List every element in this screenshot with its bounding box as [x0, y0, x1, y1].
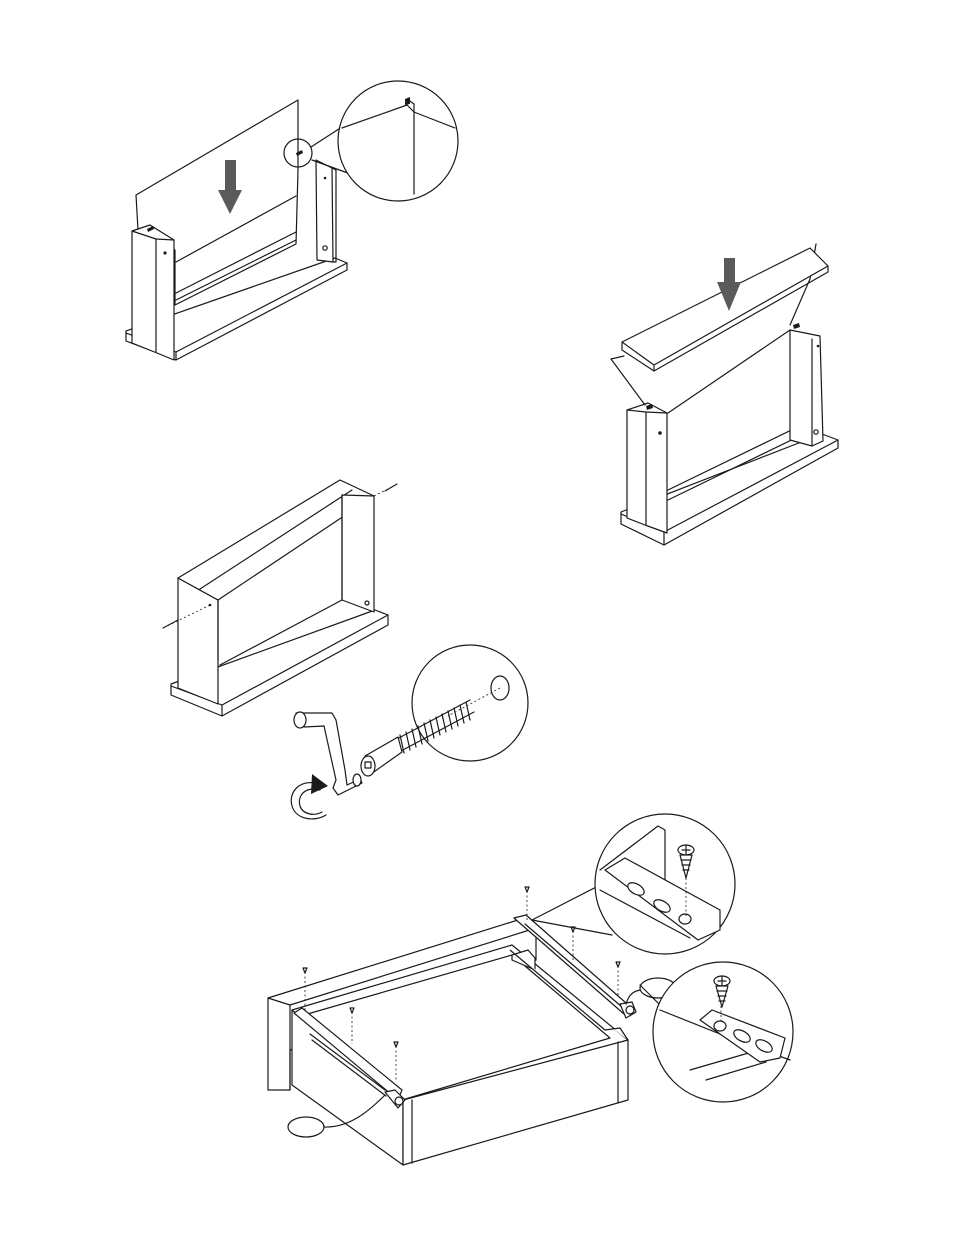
rotate-arrow-icon: [291, 774, 328, 819]
step-back-panel: [126, 81, 458, 360]
step-drawer-slides: [268, 814, 793, 1165]
step-bolt-frame: [163, 480, 397, 716]
bolt-icon: [163, 620, 178, 628]
callout-bubble-icon: [288, 1117, 324, 1137]
magnifier-circle-icon: [412, 645, 528, 761]
step-cam-bolt: [291, 645, 528, 819]
bolt-icon: [385, 484, 397, 491]
step-top-shelf: [611, 244, 838, 545]
allen-key-icon: [294, 712, 362, 795]
